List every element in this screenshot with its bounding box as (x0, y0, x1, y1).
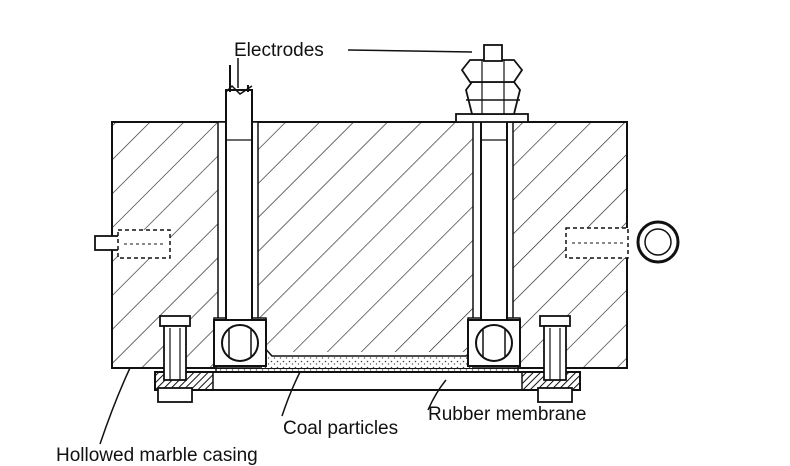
label-coal-particles: Coal particles (283, 418, 398, 439)
left-electrode (213, 65, 267, 367)
left-side-plug (94, 229, 171, 259)
casing-leader (99, 367, 131, 445)
left-bolt (157, 315, 193, 403)
coal-particles-leader (281, 371, 301, 417)
right-eye-bolt (565, 220, 680, 264)
right-bolt (537, 315, 573, 403)
label-electrodes: Electrodes (234, 40, 324, 61)
right-electrode (455, 44, 529, 367)
rubber-membrane-leader (427, 379, 447, 411)
label-hollowed-marble-casing: Hollowed marble casing (56, 445, 258, 466)
rubber-membrane (154, 371, 581, 391)
label-rubber-membrane: Rubber membrane (428, 404, 586, 425)
electrodes-leader (347, 49, 473, 53)
